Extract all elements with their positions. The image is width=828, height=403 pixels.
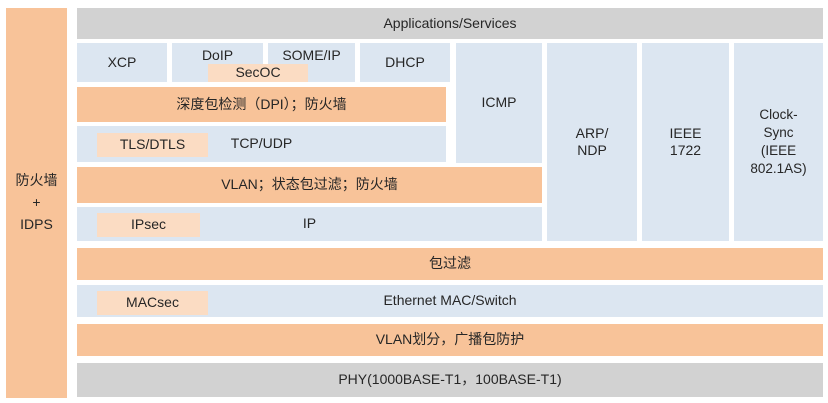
security-dpi-firewall: 深度包检测（DPI）；防火墙 (77, 87, 446, 122)
security-packet-filter: 包过滤 (77, 248, 823, 280)
protocol-ieee-1722: IEEE 1722 (642, 43, 729, 241)
security-ipsec: IPsec (97, 213, 200, 237)
protocol-clock-sync: Clock- Sync (IEEE 802.1AS) (734, 43, 823, 241)
protocol-xcp: XCP (77, 43, 167, 82)
protocol-dhcp: DHCP (360, 43, 450, 82)
protocol-phy: PHY(1000BASE-T1，100BASE-T1) (77, 363, 823, 397)
security-secoc: SecOC (208, 64, 308, 82)
security-vlan-stateful-firewall: VLAN；状态包过滤；防火墙 (77, 167, 542, 203)
security-tls-dtls: TLS/DTLS (97, 133, 208, 157)
security-macsec: MACsec (97, 291, 208, 315)
security-vlan-division: VLAN划分，广播包防护 (77, 324, 823, 356)
layer-applications-services: Applications/Services (77, 8, 823, 39)
protocol-icmp: ICMP (456, 43, 542, 163)
protocol-arp-ndp: ARP/ NDP (547, 43, 637, 241)
sidebar-firewall-idps: 防火墙 + IDPS (6, 8, 67, 398)
